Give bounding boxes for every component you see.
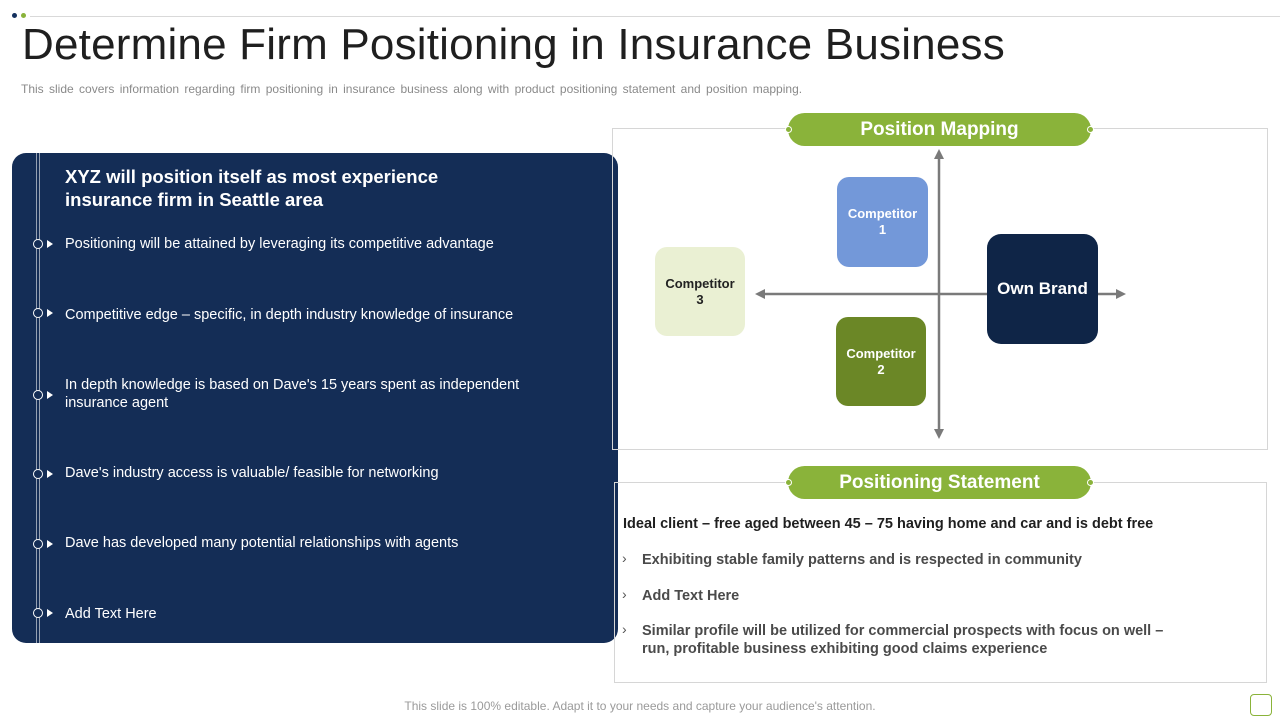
chevron-right-icon: › (622, 586, 627, 602)
statement-headline: Ideal client – free aged between 45 – 75… (623, 516, 1154, 532)
competitor-3-card: Competitor 3 (655, 247, 745, 336)
positioning-panel (12, 153, 618, 643)
decor-dot-green (21, 13, 26, 18)
competitor-2-card: Competitor 2 (836, 317, 926, 406)
slide-subtitle: This slide covers information regarding … (21, 82, 803, 96)
bullet-marker-icon (33, 238, 57, 250)
position-mapping-header: Position Mapping (785, 113, 1094, 146)
statement-item: Add Text Here (642, 588, 740, 604)
statement-item: Exhibiting stable family patterns and is… (642, 552, 1082, 568)
bullet-item: Competitive edge – specific, in depth in… (65, 307, 514, 323)
bullet-item: Dave's industry access is valuable/ feas… (65, 465, 439, 481)
positioning-statement-header: Positioning Statement (785, 466, 1094, 499)
bullet-item: In depth knowledge is based on Dave's 15… (65, 377, 520, 411)
corner-square-icon (1250, 694, 1272, 716)
bullet-item: Positioning will be attained by leveragi… (65, 236, 494, 252)
statement-item: Similar profile will be utilized for com… (642, 623, 1164, 657)
bullet-marker-icon (33, 389, 57, 401)
bullet-marker-icon (33, 607, 57, 619)
slide-footer: This slide is 100% editable. Adapt it to… (404, 699, 876, 713)
bullet-item: Add Text Here (65, 606, 157, 622)
chevron-right-icon: › (622, 550, 627, 566)
panel-heading: XYZ will position itself as most experie… (65, 166, 439, 210)
slide-title: Determine Firm Positioning in Insurance … (22, 20, 1005, 69)
decor-dot-navy (12, 13, 17, 18)
competitor-1-card: Competitor 1 (837, 177, 928, 267)
own-brand-card: Own Brand (987, 234, 1098, 344)
bullet-marker-icon (33, 538, 57, 550)
bullet-marker-icon (33, 307, 57, 319)
chevron-right-icon: › (622, 621, 627, 637)
top-divider (30, 16, 1280, 17)
bullet-marker-icon (33, 468, 57, 480)
bullet-item: Dave has developed many potential relati… (65, 535, 459, 551)
